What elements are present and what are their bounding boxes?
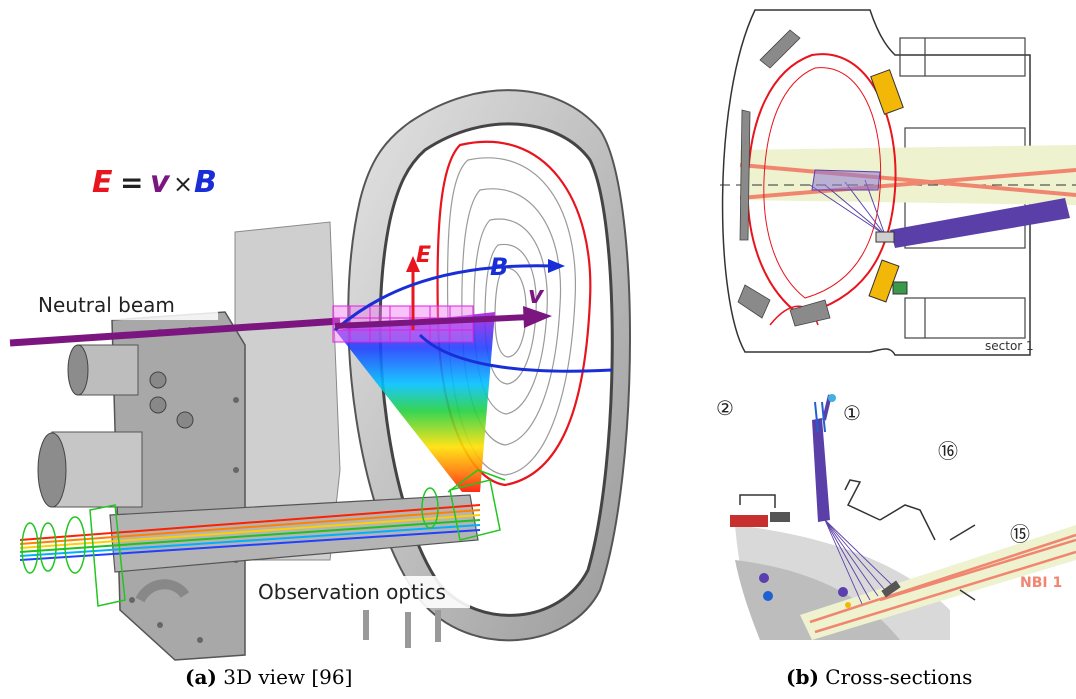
optical-ray-bundle (19, 504, 481, 561)
optics-duct (890, 198, 1070, 248)
b-vector-arrow (334, 264, 556, 332)
observation-optics-label-bg (252, 576, 470, 608)
v-vector-arrow (334, 314, 531, 329)
caption-b-tag: (b) (786, 665, 819, 689)
toroidal-ports (739, 479, 976, 601)
equation-times: × (173, 170, 193, 198)
vessel-wall (721, 9, 1031, 356)
caption-a-tag: (a) (185, 665, 217, 689)
toroidal-nbi-rays (809, 533, 1076, 634)
flux-surfaces (446, 157, 577, 476)
e-vector-label: E (416, 243, 431, 268)
port-tubes (37, 344, 194, 603)
panel-b-toroidal-section: ② ① ⑯ ⑮ NBI 1 (716, 394, 1076, 640)
caption-b-text: Cross-sections (825, 665, 973, 689)
panel-b-poloidal-section: sector 1 (720, 9, 1076, 356)
neutral-beam-label: Neutral beam (38, 293, 175, 317)
wall-tiles (737, 29, 831, 327)
equation-v: v (150, 165, 171, 200)
nbi-label: NBI 1 (1020, 575, 1062, 591)
neutral-beam-label-bg (28, 290, 218, 320)
equation-e: E (92, 165, 113, 200)
port-16-label: ⑯ (938, 439, 958, 463)
lens-wireframes (21, 469, 506, 607)
nbi-rays (739, 163, 1076, 200)
panel-a-3d-view: E = v × B Neutral beam Observation optic… (9, 89, 631, 661)
port-1-label: ① (843, 401, 861, 425)
caption-a: (a) 3D view [96] (185, 665, 352, 689)
port-2-label: ② (716, 396, 734, 420)
field-vectors (334, 256, 613, 373)
mirror (875, 231, 895, 243)
toroidal-optics (812, 394, 901, 605)
b-vector-label: B (490, 253, 508, 281)
toroidal-markers (730, 512, 851, 608)
equation-b: B (194, 165, 217, 200)
neutral-beam-line (9, 317, 341, 347)
optics-fan (809, 169, 886, 236)
sector-label: sector 1 (985, 339, 1034, 353)
port-flange-plate (111, 311, 246, 661)
equation-equals: = (120, 166, 143, 199)
support-legs (363, 610, 441, 648)
separatrix (436, 140, 592, 487)
pf-coils (868, 69, 908, 303)
caption-a-text: 3D view [96] (223, 665, 353, 689)
v-vector-label: v (528, 281, 545, 309)
caption-b: (b) Cross-sections (786, 665, 972, 689)
port-15-label: ⑮ (1010, 522, 1030, 546)
observation-optics-label: Observation optics (258, 580, 446, 604)
b-vector-tail (418, 333, 613, 373)
